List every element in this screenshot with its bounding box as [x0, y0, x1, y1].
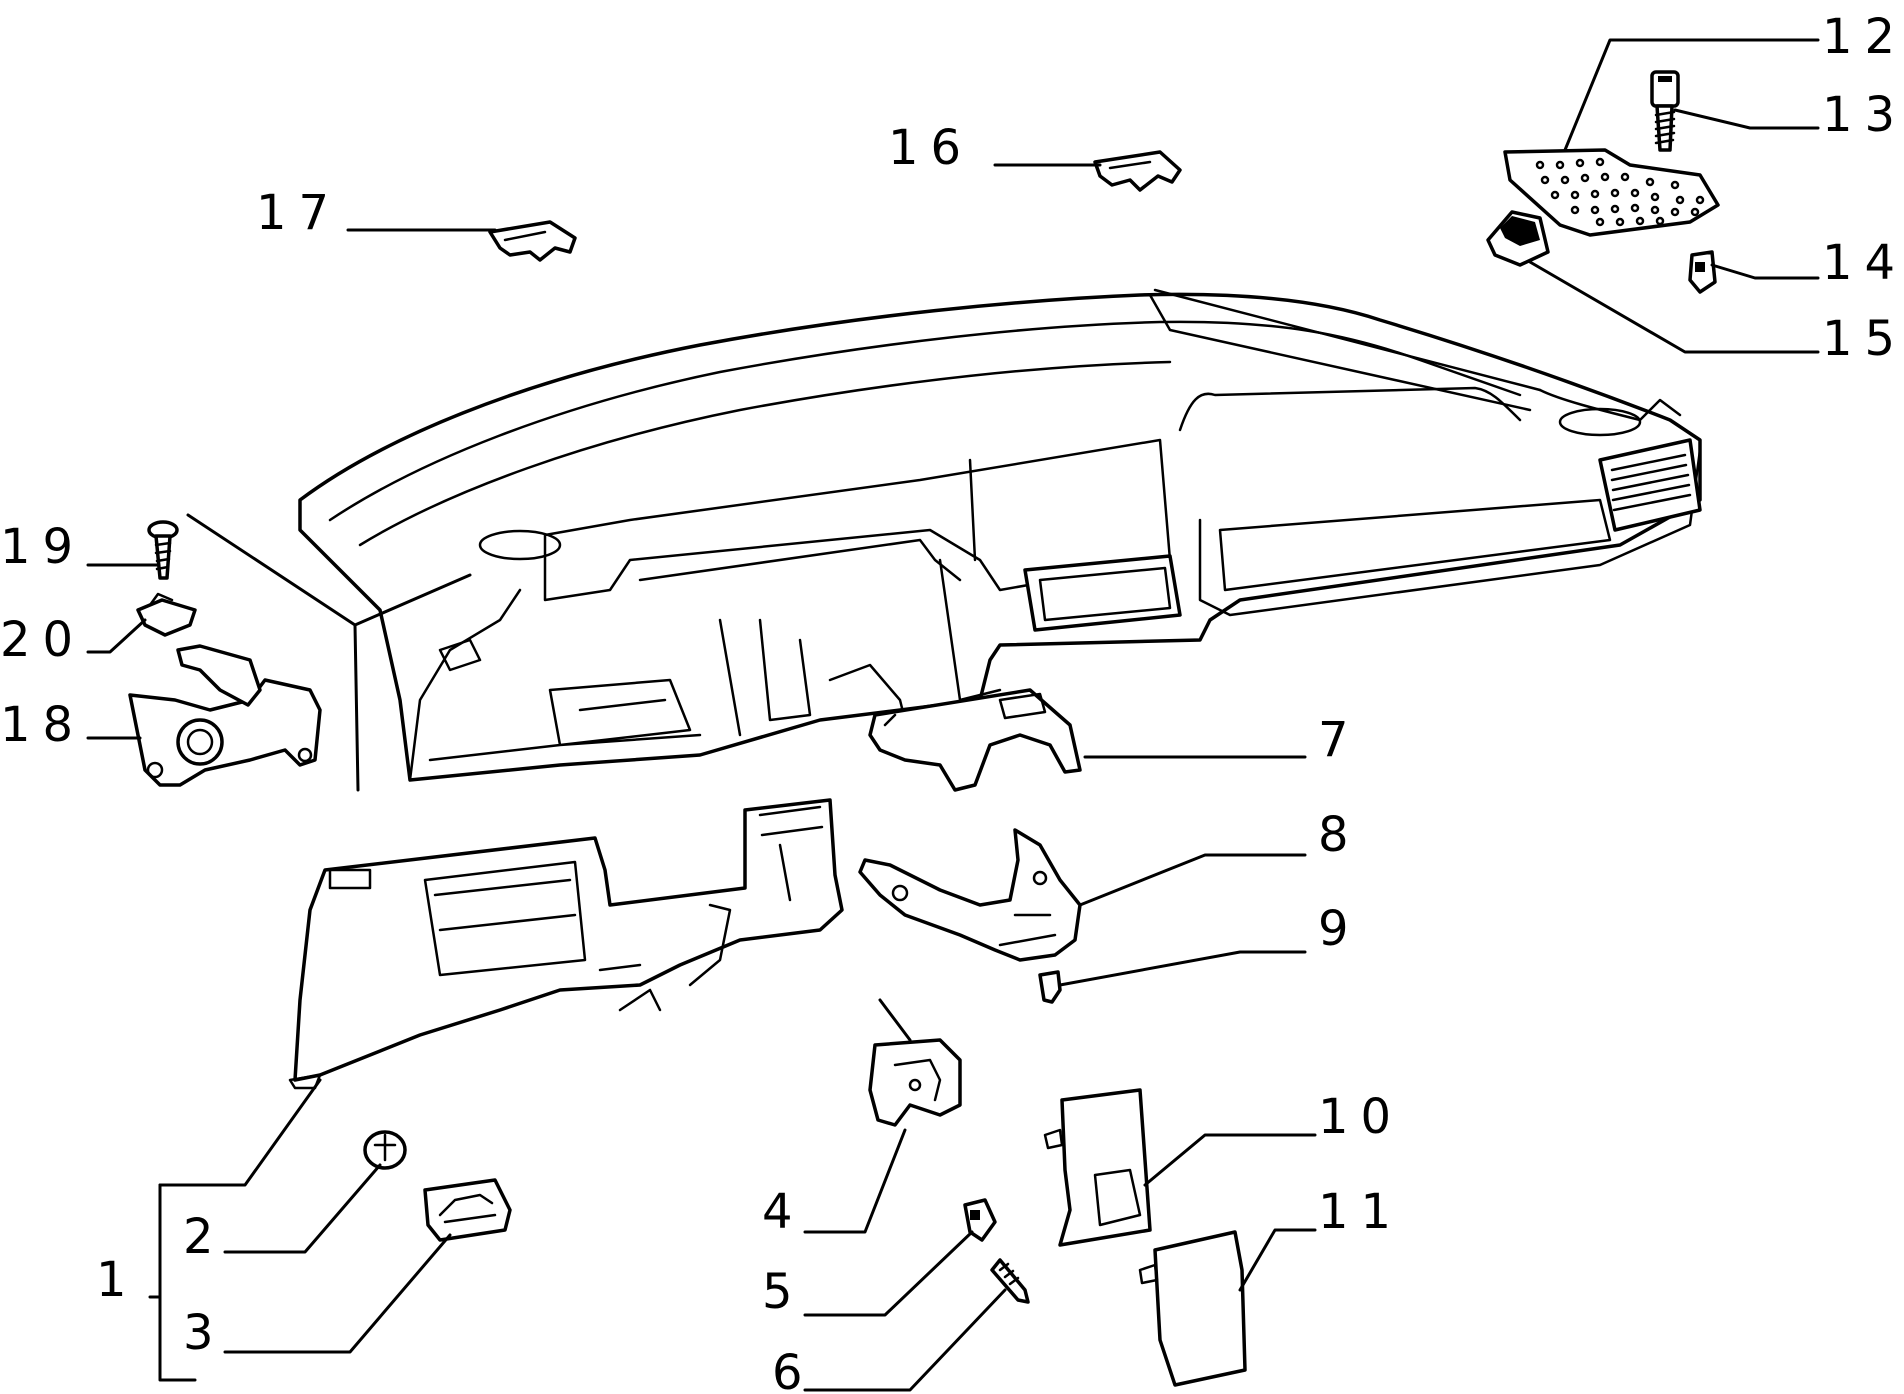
part-18-bracket — [128, 644, 322, 787]
part-3-bonnet-release-handle — [423, 1178, 512, 1242]
callout-9: 9 — [1318, 901, 1361, 957]
callout-6: 6 — [772, 1345, 815, 1394]
callout-17: 17 — [256, 185, 341, 241]
part-17-clip — [488, 220, 577, 262]
callout-5: 5 — [762, 1264, 805, 1320]
callout-1: 1 — [96, 1252, 139, 1308]
callout-18: 18 — [0, 697, 85, 753]
part-14-clip — [1688, 250, 1717, 294]
callout-2: 2 — [183, 1209, 226, 1265]
part-15-grommet — [1486, 210, 1550, 267]
callout-7: 7 — [1318, 712, 1361, 768]
part-11-cover-lid — [1138, 1230, 1247, 1387]
part-2-plug — [363, 1130, 407, 1170]
part-16-clip — [1093, 150, 1182, 192]
callout-19: 19 — [0, 519, 85, 575]
callout-8: 8 — [1318, 807, 1361, 863]
callout-10: 10 — [1318, 1089, 1403, 1145]
callout-4: 4 — [762, 1184, 805, 1240]
leader-lines — [86, 38, 1820, 1392]
part-20-clip-nut — [136, 592, 197, 637]
callout-12: 12 — [1822, 9, 1904, 65]
callout-16: 16 — [888, 120, 973, 176]
callout-13: 13 — [1822, 87, 1904, 143]
dashboard-panel — [186, 288, 1702, 792]
callout-3: 3 — [183, 1305, 226, 1361]
callout-15: 15 — [1822, 311, 1904, 367]
part-1-lower-trim-panel — [288, 798, 844, 1090]
callout-11: 11 — [1318, 1184, 1403, 1240]
part-7-upper-steering-shroud — [868, 688, 1082, 792]
callout-14: 14 — [1822, 235, 1904, 291]
callout-20: 20 — [0, 612, 85, 668]
part-8-lower-steering-shroud — [858, 828, 1082, 962]
part-19-screw — [147, 520, 179, 580]
part-5-clip — [963, 1198, 997, 1242]
part-6-screw — [990, 1258, 1030, 1304]
part-13-screw — [1650, 70, 1680, 152]
part-9-screw — [1038, 970, 1062, 1004]
part-10-lower-housing — [1043, 1088, 1152, 1247]
part-12-speaker-grille — [1503, 148, 1720, 237]
part-4-switch-housing — [868, 1038, 962, 1127]
callout-labels: 12 13 14 15 16 17 19 20 18 7 8 9 10 11 4… — [0, 9, 1904, 1394]
